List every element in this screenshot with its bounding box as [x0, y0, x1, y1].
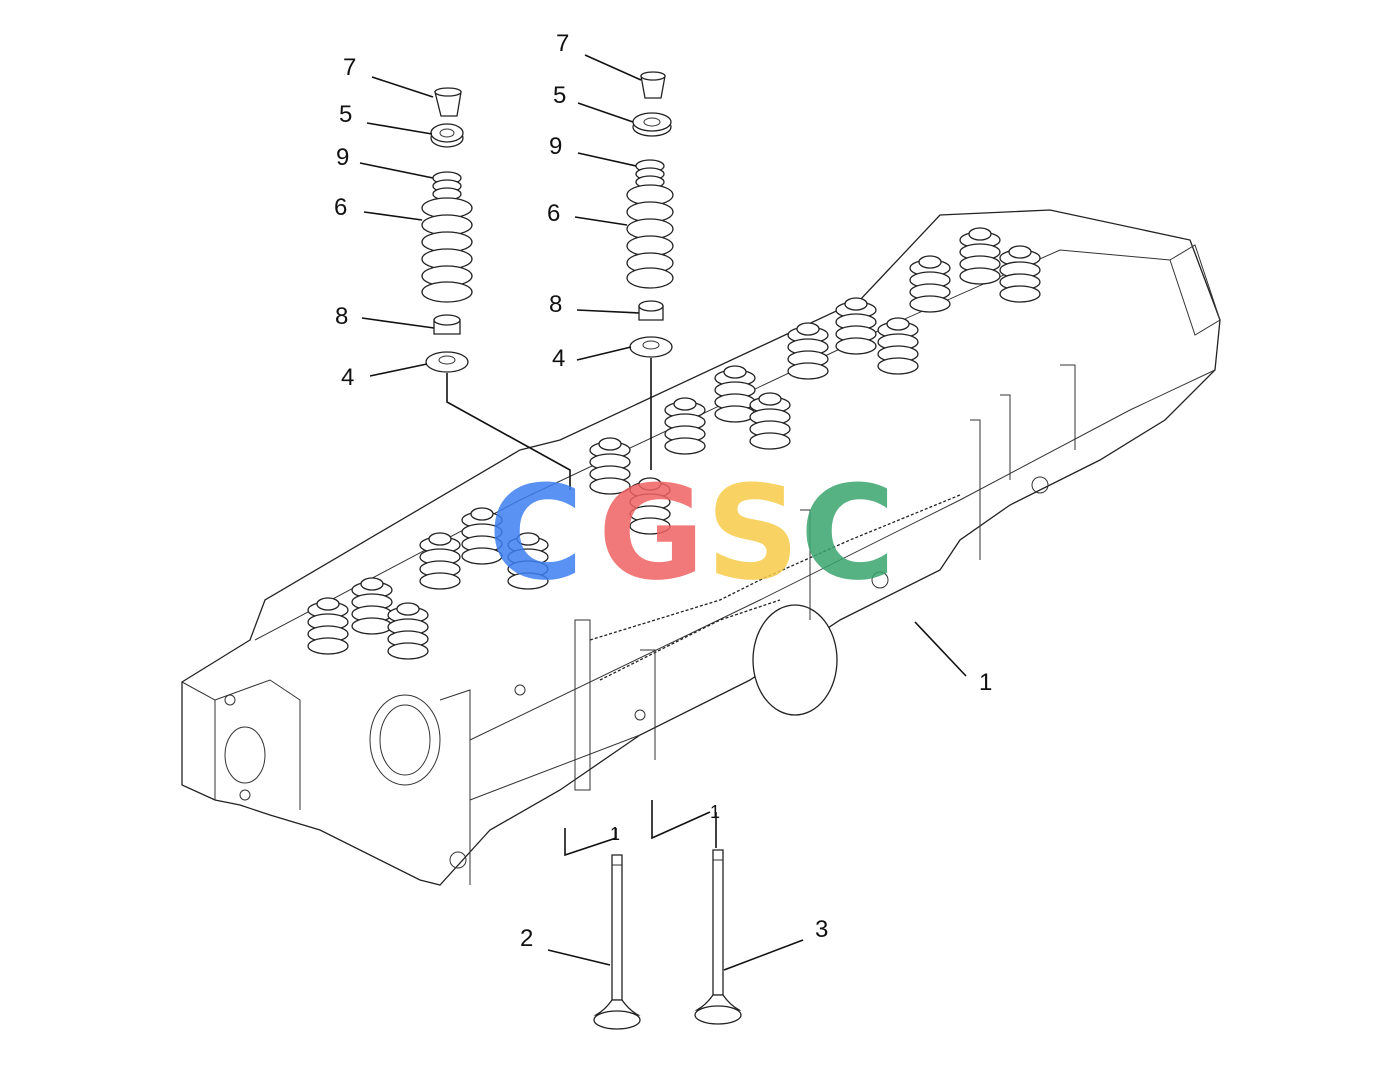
valve-stack-left [421, 87, 571, 490]
callout-7-right: 7 [556, 30, 569, 57]
valve-stack-right [626, 71, 674, 470]
installed-spring [307, 597, 349, 655]
watermark-letter-g: G [598, 457, 705, 609]
callout-4-right: 4 [552, 345, 565, 372]
callout-6-right: 6 [547, 200, 560, 227]
installed-spring [461, 507, 503, 565]
installed-spring [351, 577, 393, 635]
installed-spring [629, 477, 671, 535]
cylinder-head-body [181, 209, 1221, 886]
installed-spring [999, 245, 1041, 303]
valve-ref-1-right: 1 [710, 802, 720, 822]
callout-9-left: 9 [336, 144, 349, 171]
inner-spring-icon [635, 159, 665, 189]
callout-1: 1 [979, 669, 992, 696]
installed-valve-springs [307, 227, 1041, 660]
callout-8-right: 8 [549, 291, 562, 318]
valve-keeper-icon [434, 87, 462, 117]
installed-spring [507, 532, 549, 590]
inner-spring-icon [432, 171, 462, 201]
valve-ref-bracket-right [651, 800, 711, 840]
callout-3: 3 [815, 916, 828, 943]
callout-9-right: 9 [549, 133, 562, 160]
valve-ref-bracket-left [564, 828, 617, 857]
installed-spring [835, 297, 877, 355]
valve-seal-icon [638, 300, 664, 321]
spring-retainer-icon [430, 123, 464, 148]
valve-ref-1-left: 1 [610, 824, 620, 844]
spring-seat-washer-icon [425, 351, 469, 373]
spring-seat-washer-icon [629, 336, 673, 358]
installed-spring [714, 365, 756, 423]
installed-spring [387, 602, 429, 660]
installed-spring [749, 392, 791, 450]
installed-spring [959, 227, 1001, 285]
callout-2: 2 [520, 925, 533, 952]
watermark-logo: C G S C [488, 457, 895, 609]
callout-5-right: 5 [553, 82, 566, 109]
outer-spring-icon [626, 184, 674, 289]
callout-6-left: 6 [334, 194, 347, 221]
valve-keeper-icon [640, 71, 666, 99]
callout-8-left: 8 [335, 303, 348, 330]
exhaust-valve [694, 849, 742, 1025]
callout-4-left: 4 [341, 364, 354, 391]
installed-spring [589, 437, 631, 495]
callout-7-left: 7 [343, 54, 356, 81]
spring-retainer-icon [632, 112, 672, 137]
installed-spring [909, 255, 951, 313]
installed-spring [877, 317, 919, 375]
watermark-letter-c2: C [800, 457, 895, 609]
watermark-letter-c1: C [488, 457, 583, 609]
installed-spring [664, 397, 706, 455]
outer-spring-icon [421, 197, 473, 303]
installed-spring [787, 322, 829, 380]
leader-lines [359, 54, 967, 971]
installed-spring [419, 532, 461, 590]
intake-valve [593, 854, 641, 1030]
watermark-letter-s: S [706, 457, 800, 609]
callout-5-left: 5 [339, 101, 352, 128]
valve-seal-icon [433, 314, 461, 335]
